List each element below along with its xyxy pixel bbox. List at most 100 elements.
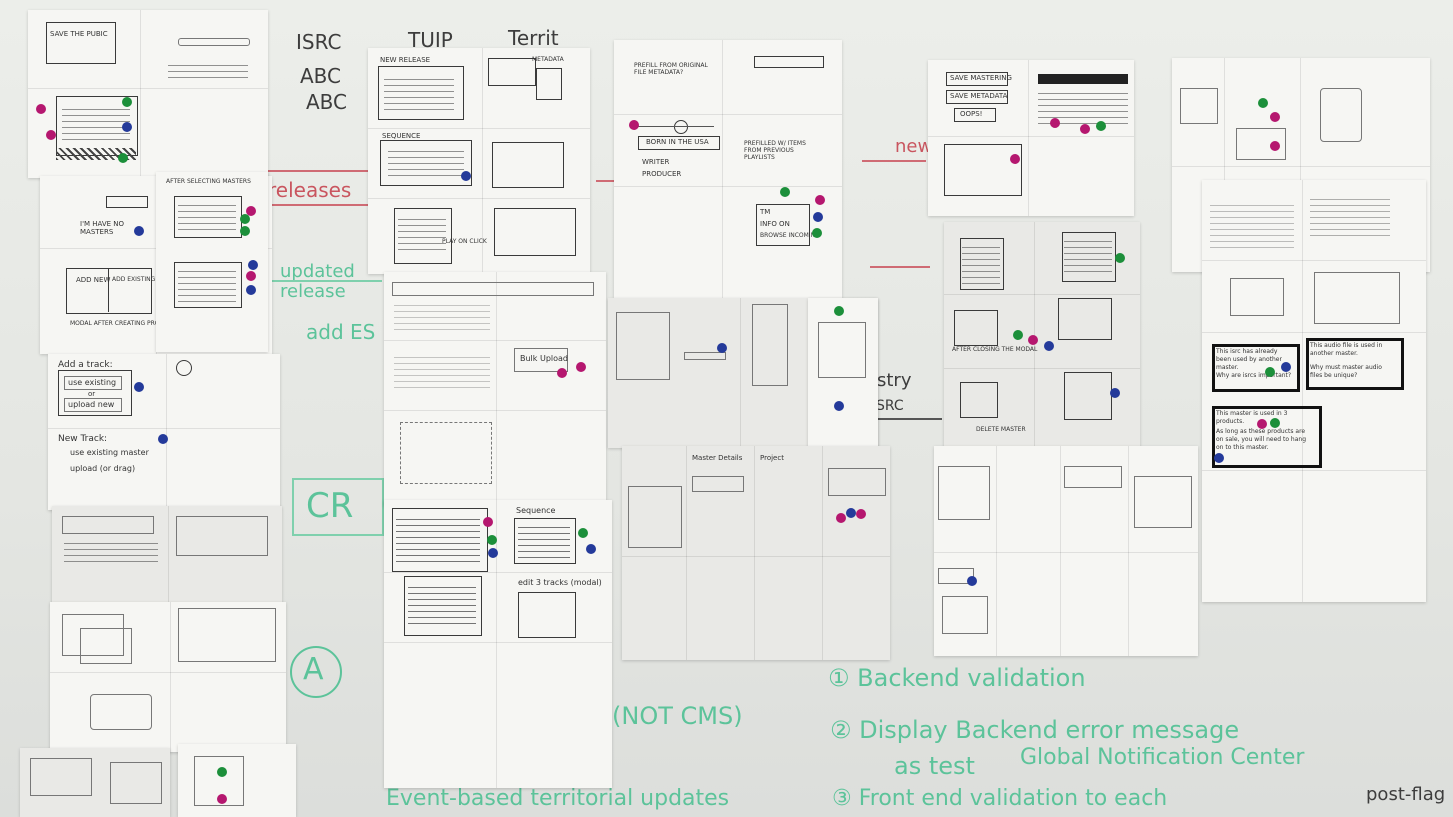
sticker-dot — [815, 195, 825, 205]
sticker-dot — [1115, 253, 1125, 263]
text-upload-new: upload new — [68, 400, 115, 409]
sheet-farright-bottom: This isrc has already been used by anoth… — [1202, 180, 1426, 602]
label-not-cms: (NOT CMS) — [612, 702, 743, 730]
text-info-on: INFO ON — [760, 220, 790, 228]
sticker-dot — [240, 214, 250, 224]
sticker-dot — [240, 226, 250, 236]
label-as-test: as test — [894, 752, 975, 780]
error-card-master — [1212, 406, 1322, 468]
sticker-dot — [967, 576, 977, 586]
sheet-left-addtrack: Add a track: use existing or upload new … — [48, 354, 280, 510]
text-sequence-2: Sequence — [516, 506, 556, 515]
text-why-isrcs: Why are isrcs important? — [1216, 372, 1292, 379]
sheet-center-top: PREFILL FROM ORIGINAL FILE METADATA? BOR… — [614, 40, 842, 298]
sticker-dot — [1013, 330, 1023, 340]
sticker-dot — [1281, 362, 1291, 372]
label-cr: CR — [306, 486, 354, 526]
text-use-existing: use existing — [68, 378, 117, 387]
text-save-metadata: SAVE METADATA — [950, 92, 1008, 100]
label-registry: istry — [872, 370, 912, 391]
text-writer: WRITER — [642, 158, 670, 166]
text-hang-on: As long as these products are on sale, y… — [1216, 428, 1307, 451]
sticker-dot — [158, 434, 168, 444]
label-new: new — [895, 136, 933, 157]
text-after-closing: AFTER CLOSING THE MODAL — [952, 346, 1038, 353]
cr-box — [292, 478, 384, 536]
sticker-dot — [834, 306, 844, 316]
sticker-dot — [246, 271, 256, 281]
text-bulk-upload: Bulk Upload — [520, 354, 568, 363]
green-line-1 — [272, 280, 382, 282]
text-play-on-click: PLAY ON CLICK — [442, 238, 487, 245]
text-browse: BROWSE INCOMING — [760, 232, 820, 239]
text-delete-master: DELETE MASTER — [976, 426, 1026, 433]
sheet-left-upload — [52, 506, 282, 606]
label-src: SRC — [876, 398, 904, 414]
text-add-new: ADD NEW — [76, 276, 111, 284]
text-add-existing: ADD EXISTING — [112, 276, 156, 283]
sheet-center-mid-right — [808, 298, 878, 448]
sticker-dot — [1270, 112, 1280, 122]
sheet-left-flow — [50, 602, 286, 752]
text-no-masters: I'M HAVE NO MASTERS — [80, 220, 125, 236]
red-line-ex — [870, 266, 930, 268]
sheet-rightmid-top: SAVE MASTERING SAVE METADATA OOPS! — [928, 60, 1134, 216]
sticker-dot — [122, 122, 132, 132]
sticker-dot — [217, 767, 227, 777]
label-updated-release: updated release — [280, 261, 355, 302]
sticker-dot — [1110, 388, 1120, 398]
text-master-details: Master Details — [692, 454, 743, 462]
text-prefill: PREFILL FROM ORIGINAL FILE METADATA? — [634, 62, 708, 76]
sheet-left-top: SAVE THE PUBIC — [28, 10, 268, 178]
sticker-dot — [483, 517, 493, 527]
sticker-dot — [586, 544, 596, 554]
text-why-audio: Why must master audio files be unique? — [1310, 364, 1382, 379]
label-frontend-validation: ③ Front end validation to each — [832, 786, 1168, 811]
sticker-dot — [1080, 124, 1090, 134]
text-modal-after: MODAL AFTER CREATING PRODUCT — [70, 320, 177, 327]
sticker-dot — [1270, 418, 1280, 428]
sticker-dot — [629, 120, 639, 130]
text-use-existing-master: use existing master — [70, 448, 149, 457]
sticker-dot — [1257, 419, 1267, 429]
sticker-dot — [134, 382, 144, 392]
sticker-dot — [780, 187, 790, 197]
text-producer: PRODUCER — [642, 170, 682, 178]
text-new-release: NEW RELEASE — [380, 56, 431, 64]
sheet-left-bottom-1 — [20, 748, 170, 817]
red-arrow — [596, 180, 618, 182]
sticker-dot — [1265, 367, 1275, 377]
sticker-dot — [46, 130, 56, 140]
sticker-dot — [1010, 154, 1020, 164]
text-sequence: SEQUENCE — [382, 132, 421, 140]
text-after-selecting: AFTER SELECTING MASTERS — [166, 178, 251, 185]
label-event-based: Event-based territorial updates — [386, 786, 730, 811]
sheet-rightmid-bottom — [934, 446, 1198, 656]
text-edit-3-tracks: edit 3 tracks (modal) — [518, 578, 602, 587]
label-releases: releases — [268, 178, 352, 202]
sheet-middle-top: NEW RELEASE METADATA SEQUENCE PLAY ON CL… — [368, 48, 590, 274]
sticker-dot — [134, 226, 144, 236]
sticker-dot — [487, 535, 497, 545]
header-abc-1: ABC — [300, 64, 342, 88]
sticker-dot — [1044, 341, 1054, 351]
label-add-es: add ES — [306, 320, 376, 344]
text-master-used: This master is used in 3 products. — [1216, 410, 1288, 425]
red-line-1 — [262, 170, 382, 172]
header-territ: Territ — [508, 26, 559, 50]
red-line-2 — [262, 204, 382, 206]
sticker-dot — [578, 528, 588, 538]
sticker-dot — [1096, 121, 1106, 131]
text-new-track: New Track: — [58, 434, 108, 444]
sticker-dot — [36, 104, 46, 114]
text-save-mastering: SAVE MASTERING — [950, 74, 1012, 82]
text-upload-drag: upload (or drag) — [70, 464, 136, 473]
sticker-dot — [846, 508, 856, 518]
sticker-dot — [856, 509, 866, 519]
text-metadata: METADATA — [532, 56, 564, 63]
sticker-dot — [1214, 453, 1224, 463]
sticker-dot — [812, 228, 822, 238]
label-display-backend: ② Display Backend error message — [830, 716, 1240, 744]
sheet-rightmid-mid: AFTER CLOSING THE MODAL DELETE MASTER — [944, 222, 1140, 448]
